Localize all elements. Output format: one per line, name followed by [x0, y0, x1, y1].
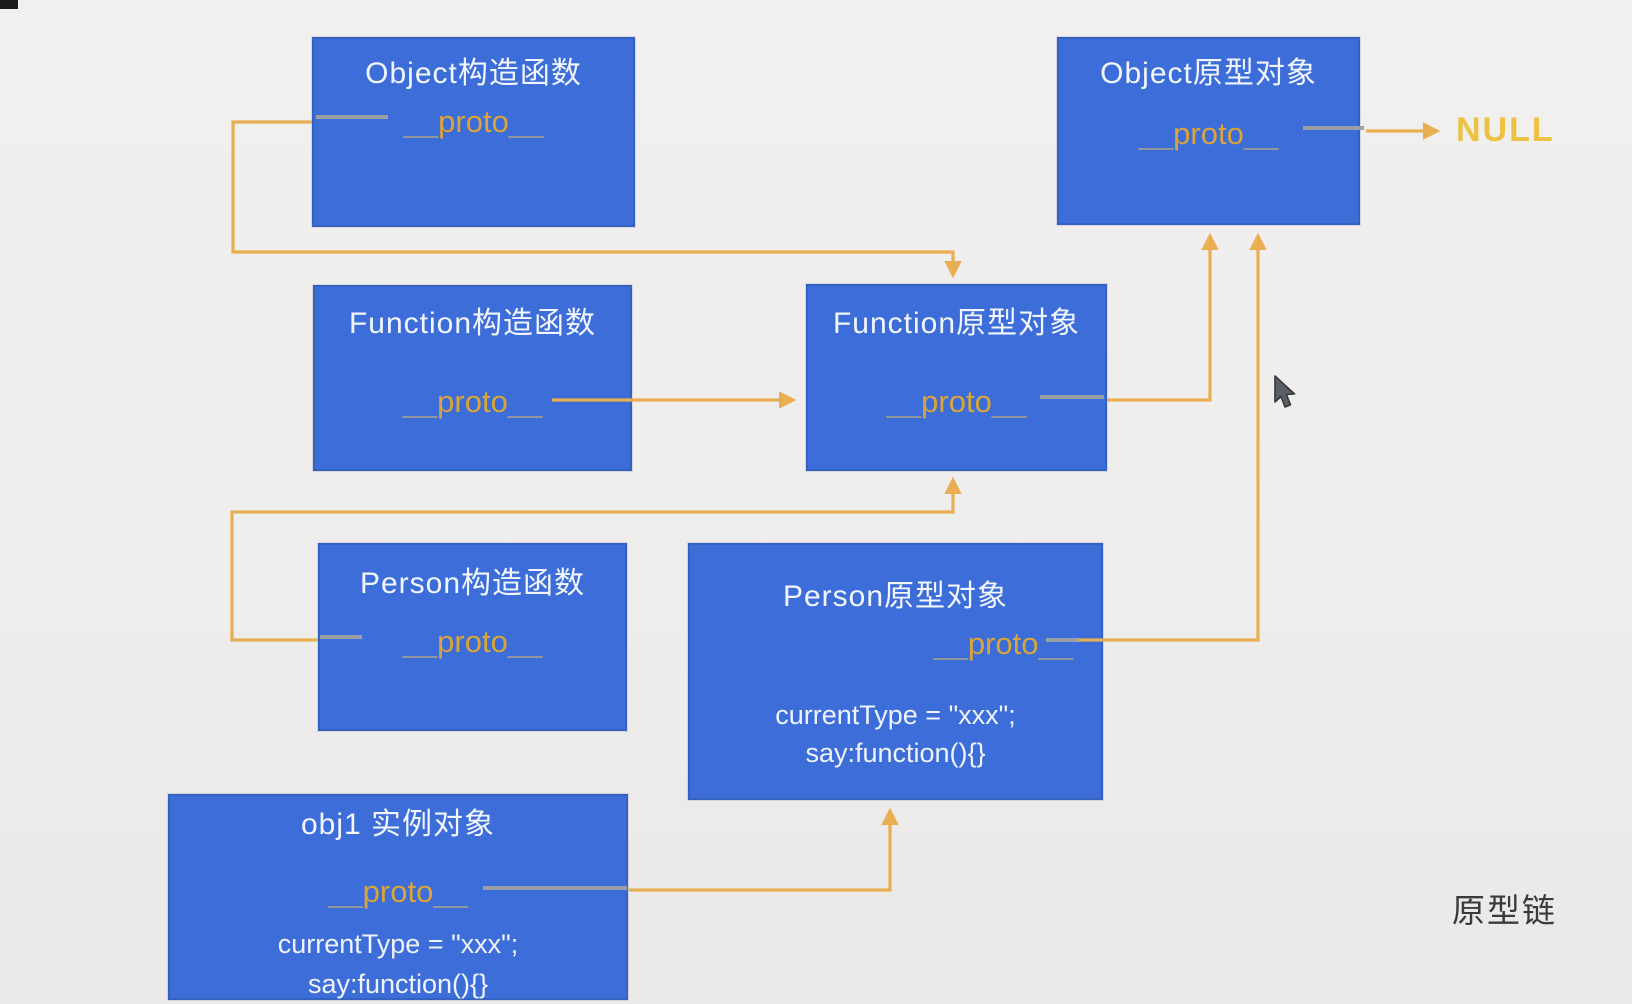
box-function-prototype: Function原型对象 __proto__: [806, 284, 1107, 471]
box-title: obj1 实例对象: [300, 808, 496, 841]
proto-label: __proto__: [328, 874, 468, 909]
arrow-function-proto-to-object-proto: [1107, 232, 1219, 402]
box-function-constructor: Function构造函数 __proto__: [313, 285, 632, 471]
proto-label: __proto__: [402, 384, 543, 419]
member-say-function: say:function(){}: [307, 969, 489, 999]
member-current-type: currentType = "xxx";: [775, 700, 1016, 730]
member-current-type: currentType = "xxx";: [277, 929, 519, 959]
box-object-constructor: Object构造函数 __proto__: [312, 37, 635, 227]
box-title: Person原型对象: [782, 580, 1009, 613]
box-title: Function原型对象: [832, 307, 1081, 340]
screen-corner-artifact: [0, 0, 18, 9]
box-title: Object原型对象: [1100, 57, 1317, 90]
proto-label: __proto__: [403, 104, 544, 139]
proto-label: __proto__: [1138, 116, 1279, 151]
box-title: Function构造函数: [348, 307, 597, 340]
arrow-obj1-to-person-proto: [629, 807, 899, 892]
box-person-prototype: Person原型对象 __proto__ currentType = "xxx"…: [688, 543, 1103, 800]
box-obj1-instance: obj1 实例对象 __proto__ currentType = "xxx";…: [168, 794, 628, 1000]
mouse-cursor-icon: [1274, 375, 1296, 408]
box-object-prototype: Object原型对象 __proto__: [1057, 37, 1360, 225]
proto-label: __proto__: [886, 384, 1027, 419]
member-say-function: say:function(){}: [805, 738, 986, 768]
null-label: NULL: [1456, 111, 1555, 149]
box-title: Person构造函数: [359, 567, 586, 600]
box-title: Object构造函数: [365, 57, 582, 90]
proto-label: __proto__: [933, 626, 1073, 661]
diagram-caption: 原型链: [1452, 892, 1557, 929]
box-person-constructor: Person构造函数 __proto__: [318, 543, 627, 731]
proto-label: __proto__: [402, 624, 543, 659]
